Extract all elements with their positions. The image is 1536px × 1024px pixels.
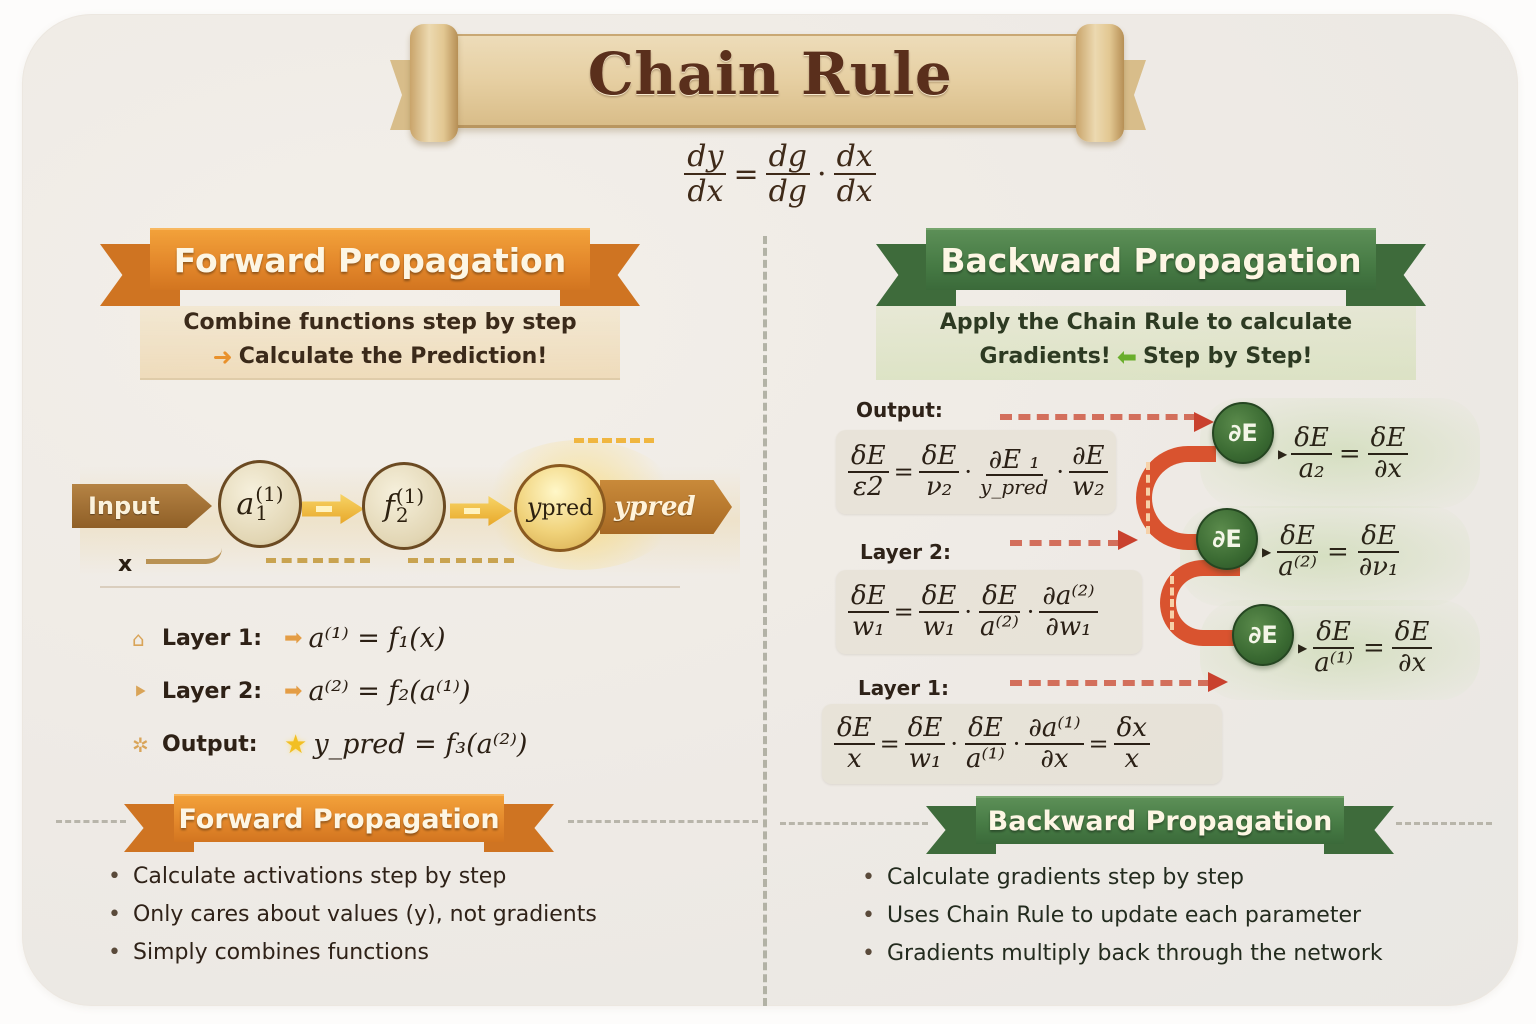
dashed-arrow-icon (1010, 540, 1120, 546)
gradient-node: ∂E (1232, 604, 1294, 666)
bullet-item: Uses Chain Rule to update each parameter (862, 897, 1383, 935)
forward-summary-ribbon: Forward Propagation (124, 794, 554, 852)
sparkle-icon: ✲ (132, 732, 149, 757)
layer-row: ⯈ Layer 2: ➡ a⁽²⁾ = f₂(a⁽¹⁾) (132, 676, 471, 707)
divider-dash (780, 822, 928, 825)
formula-lhs: dy dx (684, 140, 727, 208)
dashed-arrow-icon (408, 558, 514, 563)
backward-subtitle: Apply the Chain Rule to calculate Gradie… (876, 306, 1416, 380)
input-tag: Input (72, 484, 212, 528)
arrowhead-icon (1194, 412, 1214, 432)
node-a1: a(1)1 (218, 460, 302, 548)
arrowhead-icon (1118, 530, 1138, 550)
forward-ribbon-label: Forward Propagation (150, 228, 590, 290)
arrow-right-icon: ➡ (284, 626, 303, 651)
divider-dash (1396, 822, 1492, 825)
formula-rhs-2: dx dx (833, 140, 876, 208)
arrowhead-icon: ▶ (1262, 544, 1272, 559)
backward-summary-ribbon: Backward Propagation (926, 796, 1394, 854)
gradient-node: ∂E (1196, 508, 1258, 570)
bullet-item: Gradients multiply back through the netw… (862, 935, 1383, 973)
layer-row: ✲ Output: ★ y_pred = f₃(a⁽²⁾) (132, 729, 528, 760)
x-input-label: x (118, 552, 133, 577)
curved-arrow-icon (1136, 446, 1216, 550)
backward-bullets: Calculate gradients step by step Uses Ch… (862, 859, 1383, 973)
scroll-roll-left (410, 24, 458, 142)
forward-subtitle: Combine functions step by step ➜Calculat… (140, 306, 620, 380)
vertical-divider (763, 236, 767, 1006)
forward-bullets: Calculate activations step by step Only … (108, 858, 597, 972)
page-title: Chain Rule (587, 40, 953, 108)
chain-rule-formula: dy dx = dg dg · dx dx (660, 140, 900, 208)
layer-list: ⌂ Layer 1: ➡ a⁽¹⁾ = f₁(x) ⯈ Layer 2: ➡ a… (132, 612, 592, 771)
arrowhead-icon: ▶ (1278, 446, 1288, 461)
arrow-right-icon: ➡ (284, 679, 303, 704)
layer-row: ⌂ Layer 1: ➡ a⁽¹⁾ = f₁(x) (132, 623, 446, 654)
title-scroll (440, 34, 1100, 128)
star-icon: ★ (284, 729, 308, 760)
eq-label-layer1: Layer 1: (858, 676, 949, 700)
bullet-item: Only cares about values (y), not gradien… (108, 896, 597, 934)
divider-dash (56, 820, 126, 823)
forward-ribbon: Forward Propagation (100, 228, 640, 306)
bullet-item: Calculate activations step by step (108, 858, 597, 896)
dashed-arrow-icon (1010, 680, 1210, 686)
eq-label-output: Output: (856, 398, 943, 422)
house-icon: ⌂ (132, 626, 145, 651)
bullet-item: Calculate gradients step by step (862, 859, 1383, 897)
arrowhead-icon (1208, 672, 1228, 692)
arrow-right-icon: ➜ (212, 343, 233, 371)
node-f2: f(1)2 (362, 462, 446, 550)
curved-arrow-icon (146, 548, 222, 564)
dashed-arrow-icon (266, 558, 370, 563)
dashed-arrow-icon (574, 438, 654, 443)
arrowhead-icon: ▶ (1298, 640, 1308, 655)
eq-label-layer2: Layer 2: (860, 540, 951, 564)
arrow-left-icon: ⬅ (1116, 343, 1137, 371)
gradient-node: ∂E (1212, 402, 1274, 464)
bookmark-icon: ⯈ (132, 679, 148, 704)
backward-ribbon: Backward Propagation (876, 228, 1426, 306)
dashed-arrow-icon (1000, 414, 1196, 420)
bullet-item: Simply combines functions (108, 934, 597, 972)
formula-rhs-1: dg dg (765, 140, 811, 208)
output-tag: ypred (600, 480, 732, 534)
scroll-roll-right (1076, 24, 1124, 142)
divider-dash (568, 820, 758, 823)
backward-ribbon-label: Backward Propagation (926, 228, 1376, 290)
curved-arrow-icon (1160, 560, 1240, 646)
